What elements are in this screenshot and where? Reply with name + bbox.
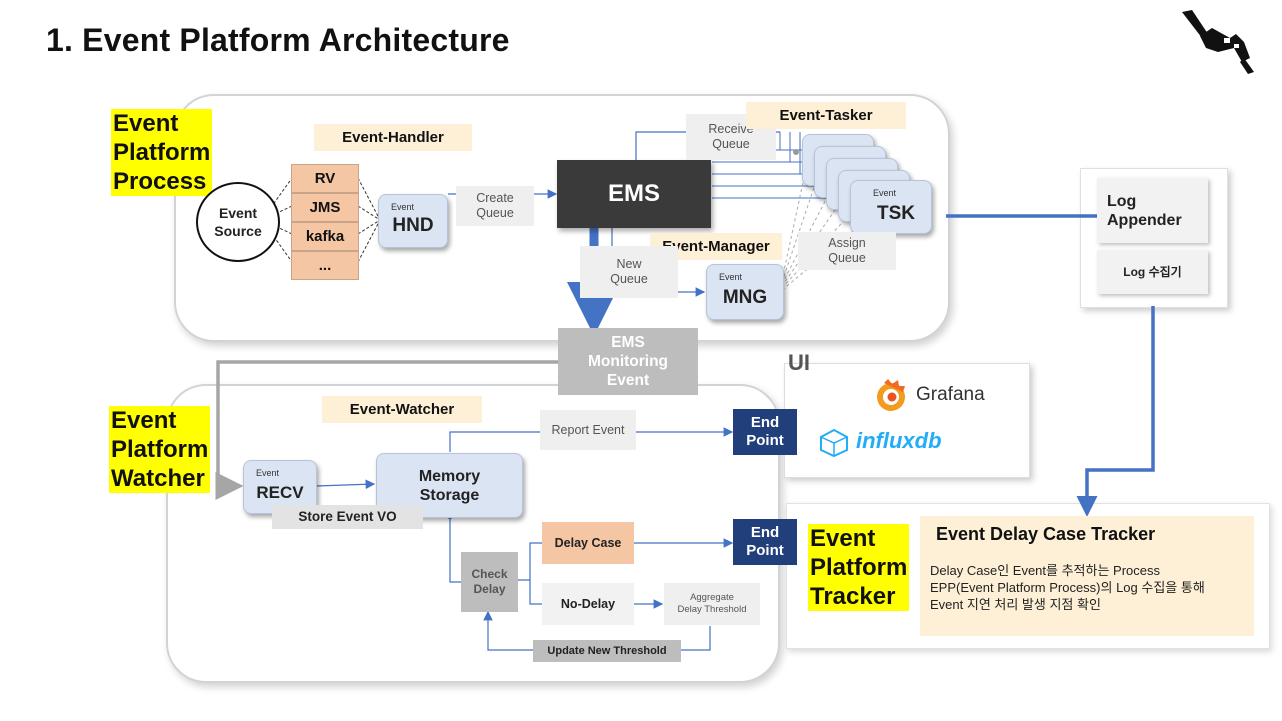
ui-label: UI [788,350,810,375]
no-delay-node: No-Delay [542,583,634,625]
event-tasker-label: Event-Tasker [746,102,906,129]
tracker-card: Event Delay Case Tracker Delay Case인 Eve… [920,516,1254,636]
influxdb-label: influxdb [856,428,942,453]
queue-jms: JMS [291,193,359,222]
queue-kafka: kafka [291,222,359,251]
tsk-node: Event TSK [850,180,932,234]
diver-logo-icon [1182,10,1254,74]
update-threshold-label: Update New Threshold [533,640,681,662]
tracker-desc: Delay Case인 Event를 추적하는 Process EPP(Even… [930,563,1205,612]
queue-stack: RV JMS kafka ... [291,164,359,280]
event-handler-label: Event-Handler [314,124,472,151]
watcher-panel [166,384,780,683]
queue-more: ... [291,251,359,280]
influxdb-icon [820,428,848,458]
mng-node: Event MNG [706,264,784,320]
delay-case-node: Delay Case [542,522,634,564]
store-event-vo-label: Store Event VO [272,505,423,529]
log-collector: Log 수집기 [1097,250,1208,294]
hnd-node: Event HND [378,194,448,248]
tracker-heading: Event Delay Case Tracker [936,524,1156,544]
ems-node: EMS [557,160,711,228]
queue-rv: RV [291,164,359,193]
event-watcher-label: Event-Watcher [322,396,482,423]
ui-panel [784,363,1030,478]
grafana-label: Grafana [916,384,985,405]
page-title: 1. Event Platform Architecture [46,22,510,58]
report-event-label: Report Event [540,410,636,450]
grafana-icon [877,379,905,411]
